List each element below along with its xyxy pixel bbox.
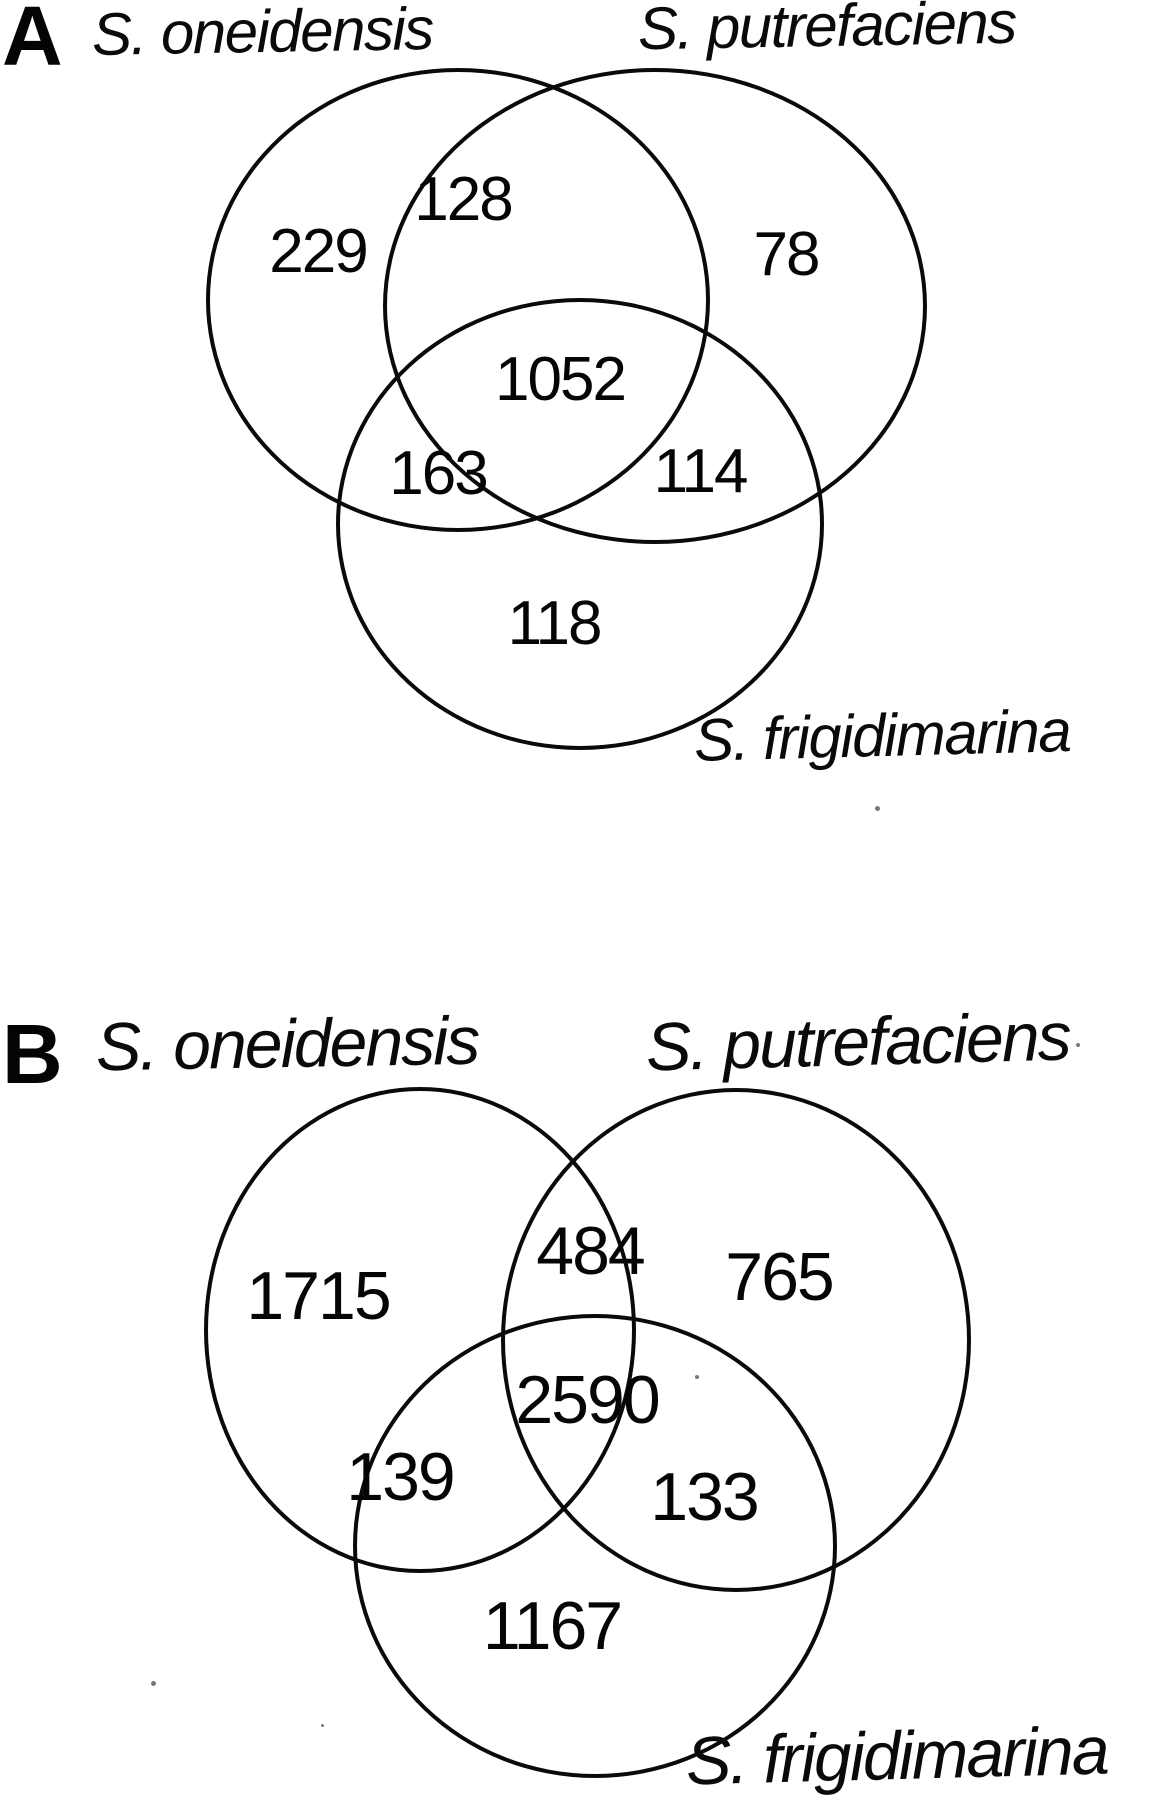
count-putrefaciens-frigidimarina-a: 114	[653, 437, 749, 506]
species-label-frigidimarina-a: S. frigidimarina	[693, 697, 1071, 774]
species-label-oneidensis-a: S. oneidensis	[91, 0, 434, 68]
count-putrefaciens-only-b: 765	[725, 1239, 834, 1315]
scan-speck	[695, 1375, 699, 1379]
count-oneidensis-putrefaciens-a: 128	[414, 165, 513, 234]
venn-circle-frigidimarina-a	[336, 298, 824, 750]
panel-b-letter: B	[2, 1007, 63, 1101]
scan-speck	[1076, 1043, 1080, 1047]
venn-circle-frigidimarina-b	[353, 1314, 837, 1778]
species-label-frigidimarina-b: S. frigidimarina	[685, 1712, 1109, 1800]
count-oneidensis-frigidimarina-b: 139	[346, 1439, 455, 1515]
panel-a-letter: A	[2, 0, 63, 83]
count-putrefaciens-frigidimarina-b: 133	[650, 1459, 759, 1535]
species-label-putrefaciens-a: S. putrefaciens	[637, 0, 1017, 63]
scan-speck	[321, 1724, 324, 1727]
count-oneidensis-putrefaciens-b: 484	[536, 1213, 645, 1289]
count-all-three-b: 2590	[515, 1362, 660, 1438]
count-oneidensis-only-b: 1715	[246, 1258, 391, 1334]
count-oneidensis-only-a: 229	[269, 217, 368, 286]
count-all-three-a: 1052	[495, 345, 627, 414]
species-label-oneidensis-b: S. oneidensis	[95, 1002, 479, 1086]
species-label-putrefaciens-b: S. putrefaciens	[645, 998, 1071, 1086]
scan-speck	[151, 1681, 156, 1686]
count-oneidensis-frigidimarina-a: 163	[389, 439, 488, 508]
count-frigidimarina-only-b: 1167	[482, 1588, 623, 1664]
count-frigidimarina-only-a: 118	[507, 589, 603, 658]
count-putrefaciens-only-a: 78	[753, 220, 821, 289]
scan-speck	[875, 806, 880, 811]
